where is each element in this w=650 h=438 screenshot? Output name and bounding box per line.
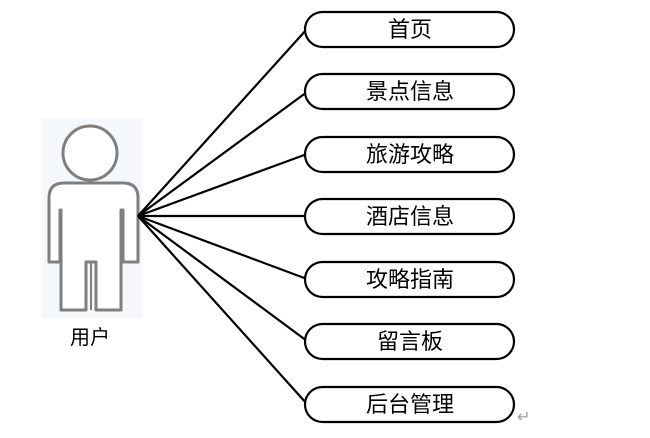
use-case-label: 后台管理 <box>366 393 454 418</box>
use-case-admin: 后台管理 <box>303 385 516 424</box>
associations <box>137 28 308 405</box>
use-case-label: 攻略指南 <box>366 268 454 293</box>
use-case-label: 旅游攻略 <box>366 143 454 168</box>
association-line-5 <box>137 214 308 281</box>
association-line-7 <box>137 215 308 405</box>
use-case-label: 留言板 <box>377 330 443 355</box>
association-line-1 <box>137 28 308 217</box>
use-case-label: 景点信息 <box>366 80 454 105</box>
association-line-3 <box>137 152 308 218</box>
use-case-label: 酒店信息 <box>366 205 454 230</box>
use-cases: 首页 景点信息 旅游攻略 酒店信息 攻略指南 留言板 后台管理 <box>303 10 516 424</box>
use-case-travel-guides: 旅游攻略 <box>303 135 516 174</box>
use-case-message-board: 留言板 <box>303 322 516 361</box>
use-case-label: 首页 <box>388 18 432 43</box>
person-icon <box>42 118 142 318</box>
association-line-2 <box>137 91 308 217</box>
actor-label: 用户 <box>70 325 110 349</box>
actor: 用户 <box>42 118 142 349</box>
use-case-home: 首页 <box>303 10 516 49</box>
use-case-guide: 攻略指南 <box>303 260 516 299</box>
use-case-hotels: 酒店信息 <box>303 197 516 236</box>
use-case-attractions: 景点信息 <box>303 72 516 111</box>
paragraph-mark-icon: ↵ <box>517 407 530 426</box>
association-line-6 <box>137 215 308 342</box>
